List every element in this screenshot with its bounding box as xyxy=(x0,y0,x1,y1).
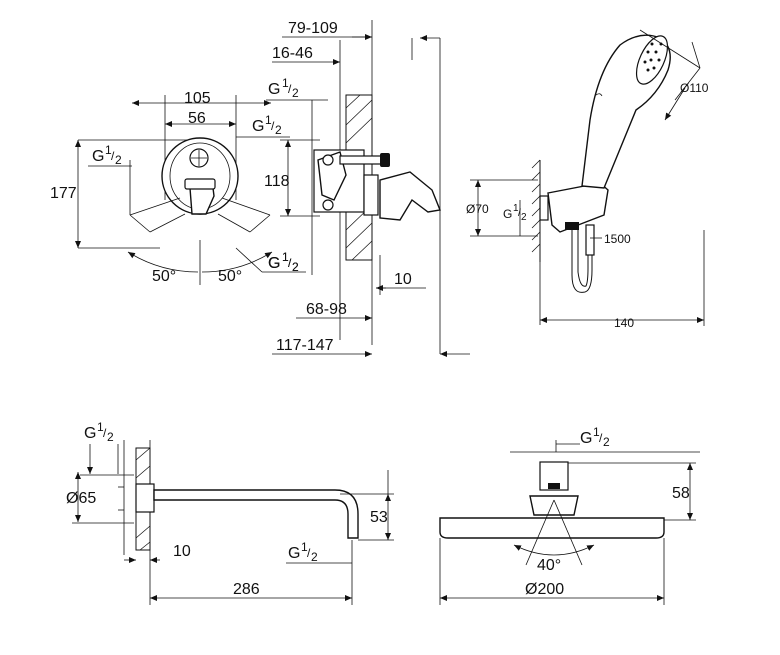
dim-spout-wall: 10 xyxy=(173,543,191,560)
thread-label-spout-top: G 1 / 2 xyxy=(84,420,114,444)
svg-text:/: / xyxy=(307,546,311,560)
dim-head-dia: Ø110 xyxy=(680,81,709,95)
thread-label-head-shower: G 1 / 2 xyxy=(580,425,610,449)
thread-label-hand-shower: G 1 / 2 xyxy=(503,203,527,223)
svg-text:/: / xyxy=(288,256,292,270)
dim-spray-angle: 40° xyxy=(537,557,561,574)
dim-top-1: 79-109 xyxy=(288,20,338,37)
svg-text:G: G xyxy=(92,148,104,165)
svg-text:2: 2 xyxy=(107,430,114,444)
svg-text:1: 1 xyxy=(105,143,112,157)
dim-angle-right: 50° xyxy=(218,268,242,285)
svg-text:1: 1 xyxy=(282,250,289,264)
svg-text:1: 1 xyxy=(97,420,104,434)
dim-spout-length: 286 xyxy=(233,581,260,598)
dim-head-dia: Ø200 xyxy=(525,581,564,598)
spout-view: G 1 / 2 Ø65 53 xyxy=(66,420,394,605)
svg-text:2: 2 xyxy=(603,435,610,449)
dim-bottom-1: 68-98 xyxy=(306,301,347,318)
svg-text:/: / xyxy=(288,82,292,96)
svg-text:G: G xyxy=(268,255,280,272)
svg-text:1: 1 xyxy=(593,425,600,439)
svg-text:2: 2 xyxy=(292,260,299,274)
svg-text:/: / xyxy=(271,119,275,133)
spout-body xyxy=(153,489,359,539)
thread-label-side-upper: G 1 / 2 xyxy=(266,76,328,101)
svg-text:G: G xyxy=(580,430,592,447)
dim-width-140: 140 xyxy=(614,316,634,330)
thread-label-spout-bottom: G 1 / 2 xyxy=(288,540,318,564)
dim-head-height: 58 xyxy=(672,485,690,502)
dim-spout-dia: Ø65 xyxy=(66,490,96,507)
svg-text:/: / xyxy=(111,149,115,163)
ball-joint xyxy=(529,495,579,516)
dim-top-2: 16-46 xyxy=(272,45,313,62)
dim-bottom-2: 117-147 xyxy=(276,337,334,354)
dim-height: 177 xyxy=(50,185,77,202)
thread-label-top-right: G 1 / 2 xyxy=(236,113,290,138)
thread-label-bottom: G 1 / 2 xyxy=(235,247,306,274)
dim-wall-10: 10 xyxy=(394,271,412,288)
head-shower-plate xyxy=(439,517,665,539)
dim-spout-height: 53 xyxy=(370,509,388,526)
svg-text:2: 2 xyxy=(292,260,299,274)
hand-shower-view: Ø110 Ø70 G 1 / 2 1500 140 xyxy=(466,29,709,330)
svg-text:2: 2 xyxy=(311,550,318,564)
svg-text:1: 1 xyxy=(513,203,519,214)
spout-rosette xyxy=(135,483,155,513)
dim-angle-left: 50° xyxy=(152,268,176,285)
svg-text:2: 2 xyxy=(115,153,122,167)
svg-text:/: / xyxy=(599,431,603,445)
svg-text:2: 2 xyxy=(275,123,282,137)
svg-text:G: G xyxy=(268,255,280,272)
svg-text:G: G xyxy=(268,81,280,98)
dim-height-118: 118 xyxy=(264,173,290,190)
svg-text:1: 1 xyxy=(265,113,272,127)
wall-hatch xyxy=(345,94,373,261)
svg-text:/: / xyxy=(518,208,521,219)
thread-label-side-lower: G 1 / 2 xyxy=(268,250,299,274)
mixer-side-view: 79-109 16-46 G 1 / 2 118 G 1 / 2 xyxy=(264,20,470,357)
spray-nozzles xyxy=(643,42,663,72)
mixer-front-view: 105 56 177 G 1 / 2 G 1 / 2 G 1 / 2 xyxy=(50,90,306,285)
svg-text:1: 1 xyxy=(282,250,289,264)
svg-text:1: 1 xyxy=(301,540,308,554)
svg-text:G: G xyxy=(503,207,512,221)
svg-text:2: 2 xyxy=(292,86,299,100)
head-shower-view: G 1 / 2 58 40° Ø200 xyxy=(439,425,700,605)
svg-text:G: G xyxy=(288,545,300,562)
svg-text:2: 2 xyxy=(521,212,527,223)
dim-hose-length: 1500 xyxy=(604,232,631,246)
mixer-lever-side xyxy=(379,171,441,221)
svg-text:G: G xyxy=(252,118,264,135)
dim-width-outer: 105 xyxy=(184,90,211,107)
svg-text:1: 1 xyxy=(282,76,289,90)
dim-outlet-dia: Ø70 xyxy=(466,202,489,216)
svg-text:/: / xyxy=(288,256,292,270)
thread-label-top-left: G 1 / 2 xyxy=(88,143,132,167)
svg-text:G: G xyxy=(84,425,96,442)
svg-text:/: / xyxy=(103,426,107,440)
dim-width-inner: 56 xyxy=(188,110,206,127)
